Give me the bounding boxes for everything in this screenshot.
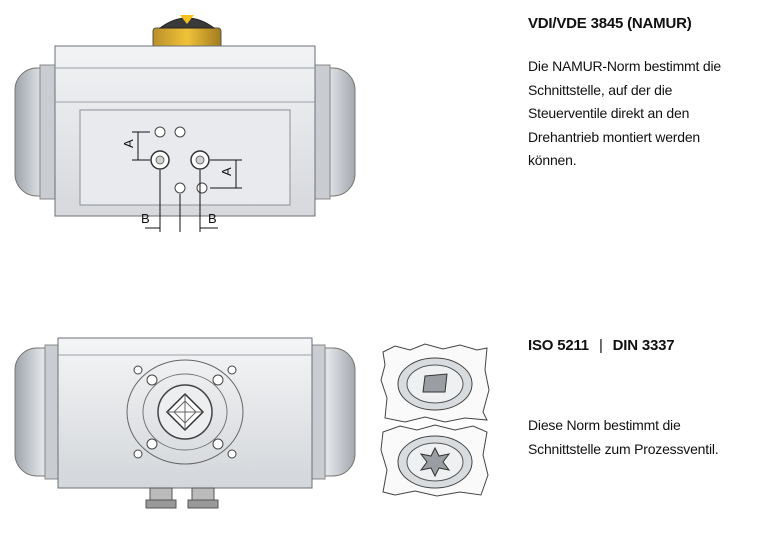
din-title: DIN 3337 — [612, 337, 675, 354]
namur-actuator-drawing: A A B B — [10, 10, 360, 240]
title-separator: | — [598, 337, 603, 354]
iso-line-2: Schnittstelle zum Prozessventil. — [528, 440, 719, 457]
indicator-arrow-icon — [180, 15, 194, 24]
valve-interface-drawing — [375, 340, 495, 500]
dim-label-a-right: A — [219, 167, 234, 176]
square-socket-icon — [422, 373, 448, 393]
iso-line-1: Diese Norm bestimmt die — [528, 417, 681, 433]
iso-title: ISO 5211 — [528, 337, 589, 354]
iso-actuator-drawing — [10, 330, 360, 515]
namur-description: Die NAMUR-Norm bestimmt die Schnittstell… — [528, 55, 768, 173]
star-socket-icon — [419, 446, 451, 478]
namur-line-4: Drehantrieb montiert werden — [528, 128, 701, 145]
dim-label-a-left: A — [121, 139, 136, 148]
dim-label-b-right: B — [208, 211, 217, 226]
dim-label-b-left: B — [141, 211, 150, 226]
namur-line-5: können. — [528, 152, 577, 168]
namur-heading: VDI/VDE 3845 (NAMUR) — [528, 15, 692, 32]
iso-description: Diese Norm bestimmt die Schnittstelle zu… — [528, 414, 773, 461]
iso-heading: ISO 5211 | DIN 3337 — [528, 337, 675, 354]
namur-line-2: Schnittstelle, auf der die — [528, 81, 673, 98]
namur-line-1: Die NAMUR-Norm bestimmt die — [528, 58, 721, 74]
namur-line-3: Steuerventile direkt an den — [528, 105, 690, 121]
